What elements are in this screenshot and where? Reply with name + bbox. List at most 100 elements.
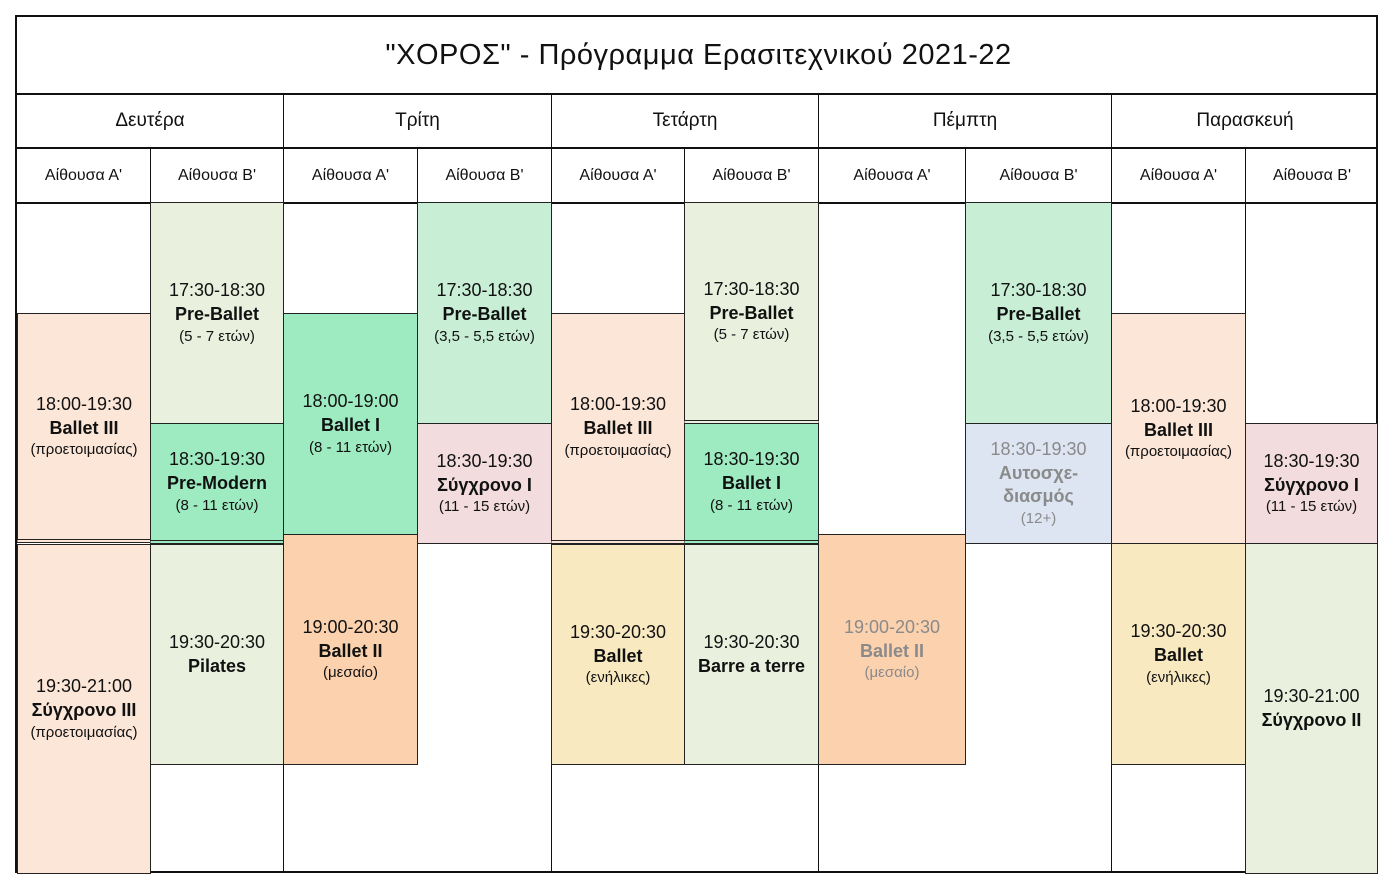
class-age: (8 - 11 ετών)	[175, 496, 259, 514]
room-separator	[1245, 147, 1246, 203]
day-row-divider	[17, 147, 1378, 149]
class-block: 17:30-18:30 Pre-Ballet (3,5 - 5,5 ετών)	[965, 202, 1112, 424]
class-time: 19:30-20:30	[1130, 621, 1227, 642]
class-block: 18:30-19:30 Σύγχρονο I (11 - 15 ετών)	[1245, 423, 1378, 544]
class-block: 18:00-19:30 Ballet III (προετοιμασίας)	[551, 313, 685, 544]
class-block: 19:00-20:30 Ballet II (μεσαίο)	[818, 534, 966, 765]
class-block: 18:30-19:30 Ballet I (8 - 11 ετών)	[684, 423, 819, 544]
class-block: 19:30-20:30 Ballet (ενήλικες)	[551, 544, 685, 765]
class-time: 19:30-20:30	[168, 631, 266, 652]
class-time: 17:30-18:30	[436, 280, 533, 301]
room-separator	[417, 147, 418, 203]
class-age: (3,5 - 5,5 ετών)	[988, 327, 1089, 345]
class-time: 17:30-18:30	[703, 278, 800, 299]
class-age: (3,5 - 5,5 ετών)	[434, 327, 535, 345]
class-age: (μεσαίο)	[864, 664, 920, 682]
class-age: (ενήλικες)	[1146, 668, 1211, 686]
class-age: (προετοιμασίας)	[564, 441, 672, 459]
class-time: 19:30-20:30	[569, 621, 667, 642]
class-name: Ballet I	[721, 473, 782, 494]
class-time: 18:00-19:30	[1130, 395, 1227, 416]
class-age: (μεσαίο)	[323, 664, 378, 682]
class-age: (11 - 15 ετών)	[438, 498, 531, 516]
class-name: Αυτοσχε-	[998, 462, 1079, 483]
room-wednesday-a: Αίθουσα Α'	[579, 166, 657, 184]
class-name: Pilates	[187, 655, 247, 676]
class-name: Σύγχρονο III	[31, 700, 137, 721]
class-time: 17:30-18:30	[168, 280, 266, 301]
class-name: Ballet III	[583, 418, 653, 439]
class-time: 18:00-19:30	[569, 394, 667, 415]
class-block: 18:30-19:30 Σύγχρονο I (11 - 15 ετών)	[417, 423, 552, 544]
room-separator	[965, 147, 966, 203]
class-block: 18:00-19:30 Ballet III (προετοιμασίας)	[17, 313, 151, 543]
class-name: Σύγχρονο I	[437, 474, 532, 495]
class-time: 18:30-19:30	[168, 449, 266, 470]
class-name: Ballet III	[49, 417, 119, 438]
class-time: 18:00-19:00	[302, 391, 399, 412]
class-block: 19:30-20:30 Barre a terre	[684, 544, 819, 765]
class-time: 17:30-18:30	[990, 280, 1087, 301]
class-name: Ballet II	[859, 640, 925, 661]
class-time: 19:30-21:00	[35, 676, 133, 697]
class-block: 17:30-18:30 Pre-Ballet (5 - 7 ετών)	[684, 202, 819, 424]
class-name: Σύγχρονο II	[1261, 709, 1362, 730]
class-time: 19:00-20:30	[302, 616, 399, 637]
class-name: Barre a terre	[697, 655, 806, 676]
room-monday-a: Αίθουσα Α'	[44, 166, 123, 184]
class-block: 17:30-18:30 Pre-Ballet (3,5 - 5,5 ετών)	[417, 202, 552, 424]
class-block: 18:00-19:30 Ballet III (προετοιμασίας)	[1111, 313, 1246, 544]
class-time: 19:00-20:30	[843, 616, 941, 637]
class-name: Pre-Ballet	[996, 304, 1081, 325]
class-time: 18:00-19:30	[35, 393, 133, 414]
class-age: (5 - 7 ετών)	[713, 326, 790, 344]
class-name: Ballet III	[1143, 419, 1214, 440]
class-block: 19:30-20:30 Pilates	[150, 544, 284, 765]
class-age: (8 - 11 ετών)	[308, 438, 392, 456]
class-block: 18:00-19:00 Ballet I (8 - 11 ετών)	[283, 313, 418, 535]
day-thursday: Πέμπτη	[932, 110, 998, 131]
class-name: Pre-Ballet	[174, 304, 260, 325]
class-block: 18:30-19:30 Αυτοσχε- διασμός (12+)	[965, 423, 1112, 544]
class-age: (5 - 7 ετών)	[179, 327, 255, 345]
class-block: 19:30-21:00 Σύγχρονο III (προετοιμασίας)	[17, 544, 151, 874]
class-name: Pre-Ballet	[442, 304, 527, 325]
room-thursday-b: Αίθουσα Β'	[999, 166, 1078, 184]
class-age: (12+)	[1020, 510, 1057, 528]
day-tuesday: Τρίτη	[395, 110, 440, 131]
class-name: Ballet	[593, 645, 643, 666]
schedule-table: "ΧΟΡΟΣ" - Πρόγραμμα Ερασιτεχνικού 2021-2…	[15, 15, 1378, 874]
room-thursday-a: Αίθουσα Α'	[853, 166, 931, 184]
class-name: Σύγχρονο I	[1264, 474, 1359, 495]
class-name: Pre-Ballet	[709, 302, 794, 323]
room-separator	[150, 147, 151, 203]
room-separator	[684, 147, 685, 203]
class-time: 18:30-19:30	[436, 450, 533, 471]
class-age: (ενήλικες)	[585, 669, 651, 687]
room-monday-b: Αίθουσα Β'	[177, 166, 257, 184]
class-age: (προετοιμασίας)	[1124, 443, 1233, 461]
class-block: 18:30-19:30 Pre-Modern (8 - 11 ετών)	[150, 423, 284, 544]
class-time: 19:30-21:00	[1263, 685, 1360, 706]
class-name: Ballet	[1153, 645, 1204, 666]
room-friday-a: Αίθουσα Α'	[1139, 166, 1218, 184]
day-friday: Παρασκευή	[1196, 110, 1294, 131]
class-age: (8 - 11 ετών)	[709, 496, 793, 514]
room-tuesday-a: Αίθουσα Α'	[311, 166, 390, 184]
day-wednesday: Τετάρτη	[652, 110, 718, 131]
day-monday: Δευτέρα	[115, 110, 185, 131]
class-name: Ballet II	[318, 640, 383, 661]
class-name-continued: διασμός	[1003, 486, 1074, 507]
room-friday-b: Αίθουσα Β'	[1272, 166, 1352, 184]
class-time: 19:30-20:30	[703, 631, 800, 652]
class-age: (προετοιμασίας)	[30, 441, 138, 459]
class-block: 19:30-20:30 Ballet (ενήλικες)	[1111, 543, 1246, 765]
class-age: (προετοιμασίας)	[30, 723, 138, 741]
room-wednesday-b: Αίθουσα Β'	[712, 166, 791, 184]
title-divider	[17, 93, 1378, 95]
class-time: 18:30-19:30	[990, 438, 1087, 459]
class-name: Ballet I	[320, 415, 381, 436]
class-block: 17:30-18:30 Pre-Ballet (5 - 7 ετών)	[150, 202, 284, 424]
class-age: (11 - 15 ετών)	[1265, 498, 1358, 516]
class-time: 18:30-19:30	[703, 449, 800, 470]
